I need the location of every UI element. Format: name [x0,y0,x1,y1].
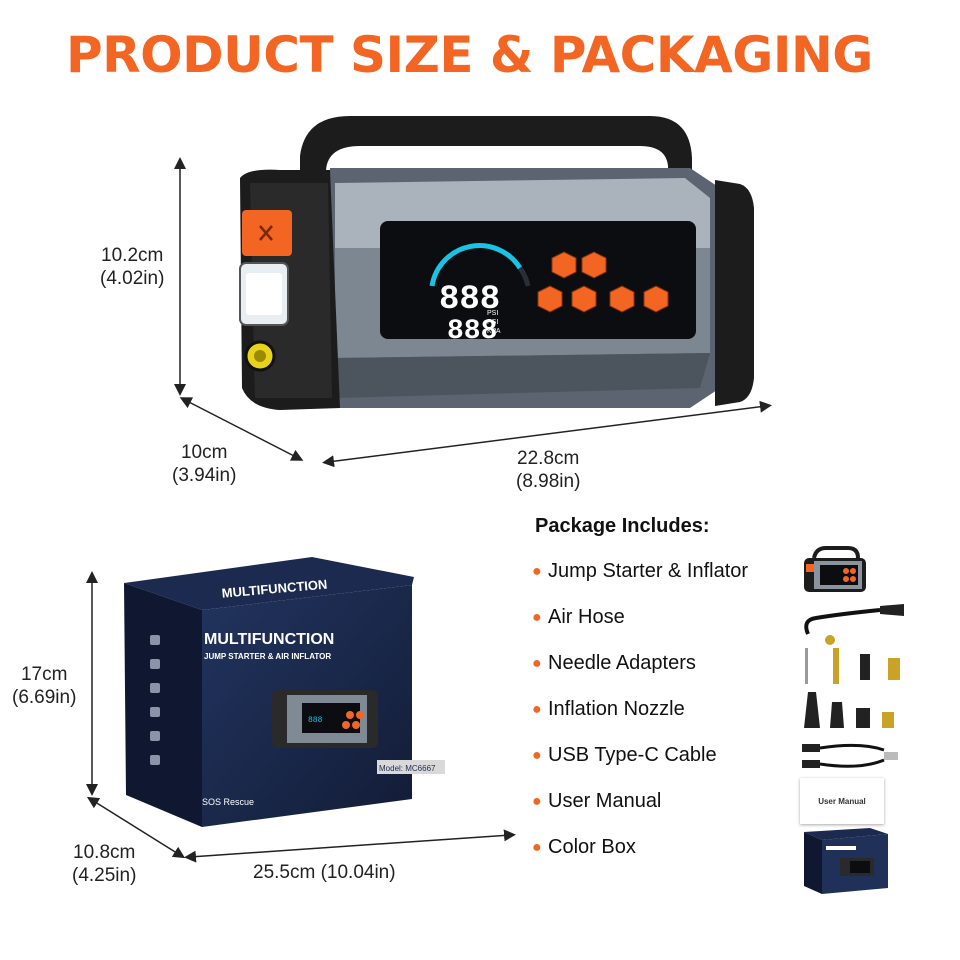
svg-text:PSI: PSI [487,319,498,326]
box-depth-label: 10.8cm(4.25in) [72,842,137,886]
svg-text:888: 888 [308,716,323,725]
package-list: ●Jump Starter & Inflator ●Air Hose ●Need… [532,560,748,882]
box-height-label: 17cm(6.69in) [12,664,77,708]
page-title: PRODUCT SIZE & PACKAGING [66,26,873,84]
jump-starter-thumbnail-icon [804,546,866,592]
device-height-label: 10.2cm(4.02in) [100,245,165,289]
box-depth-line [86,796,186,859]
svg-text:KPA: KPA [487,328,501,335]
device-depth-label: 10cm(3.94in) [172,442,237,486]
list-item: ●Needle Adapters [532,652,696,674]
svg-text:PSI: PSI [487,310,498,317]
list-item: ●Inflation Nozzle [532,698,685,720]
svg-text:SOS Rescue: SOS Rescue [202,797,254,807]
list-item: ●Air Hose [532,606,625,628]
user-manual-thumbnail-icon: User Manual [800,778,884,824]
device-depth-line [179,397,304,461]
device-length-line [322,400,772,468]
list-item: ●Jump Starter & Inflator [532,560,749,582]
jump-starter-device-image: 888 888 PSI PSI KPA [239,116,754,410]
inflation-nozzle-thumbnail-icon [804,692,894,728]
list-item: ●USB Type-C Cable [532,744,717,766]
svg-text:JUMP STARTER & AIR INFLATOR: JUMP STARTER & AIR INFLATOR [204,652,331,661]
list-item: ●User Manual [532,790,662,812]
air-hose-thumbnail-icon [804,604,904,645]
device-length-label: 22.8cm(8.98in) [516,448,581,492]
color-box-image: MULTIFUNCTION MULTIFUNCTION JUMP STARTER… [124,557,445,827]
box-length-label: 25.5cm (10.04in) [253,862,396,883]
list-item: ●Color Box [532,836,636,858]
svg-text:Model: MC6667: Model: MC6667 [379,764,436,773]
needle-adapters-thumbnail-icon [805,648,900,684]
package-heading: Package Includes: [535,515,710,537]
svg-text:888: 888 [447,316,497,347]
usb-cable-thumbnail-icon [802,743,898,768]
box-length-line [184,829,516,863]
svg-text:888: 888 [439,281,500,319]
color-box-thumbnail-icon [804,828,888,894]
svg-text:MULTIFUNCTION: MULTIFUNCTION [204,631,334,648]
